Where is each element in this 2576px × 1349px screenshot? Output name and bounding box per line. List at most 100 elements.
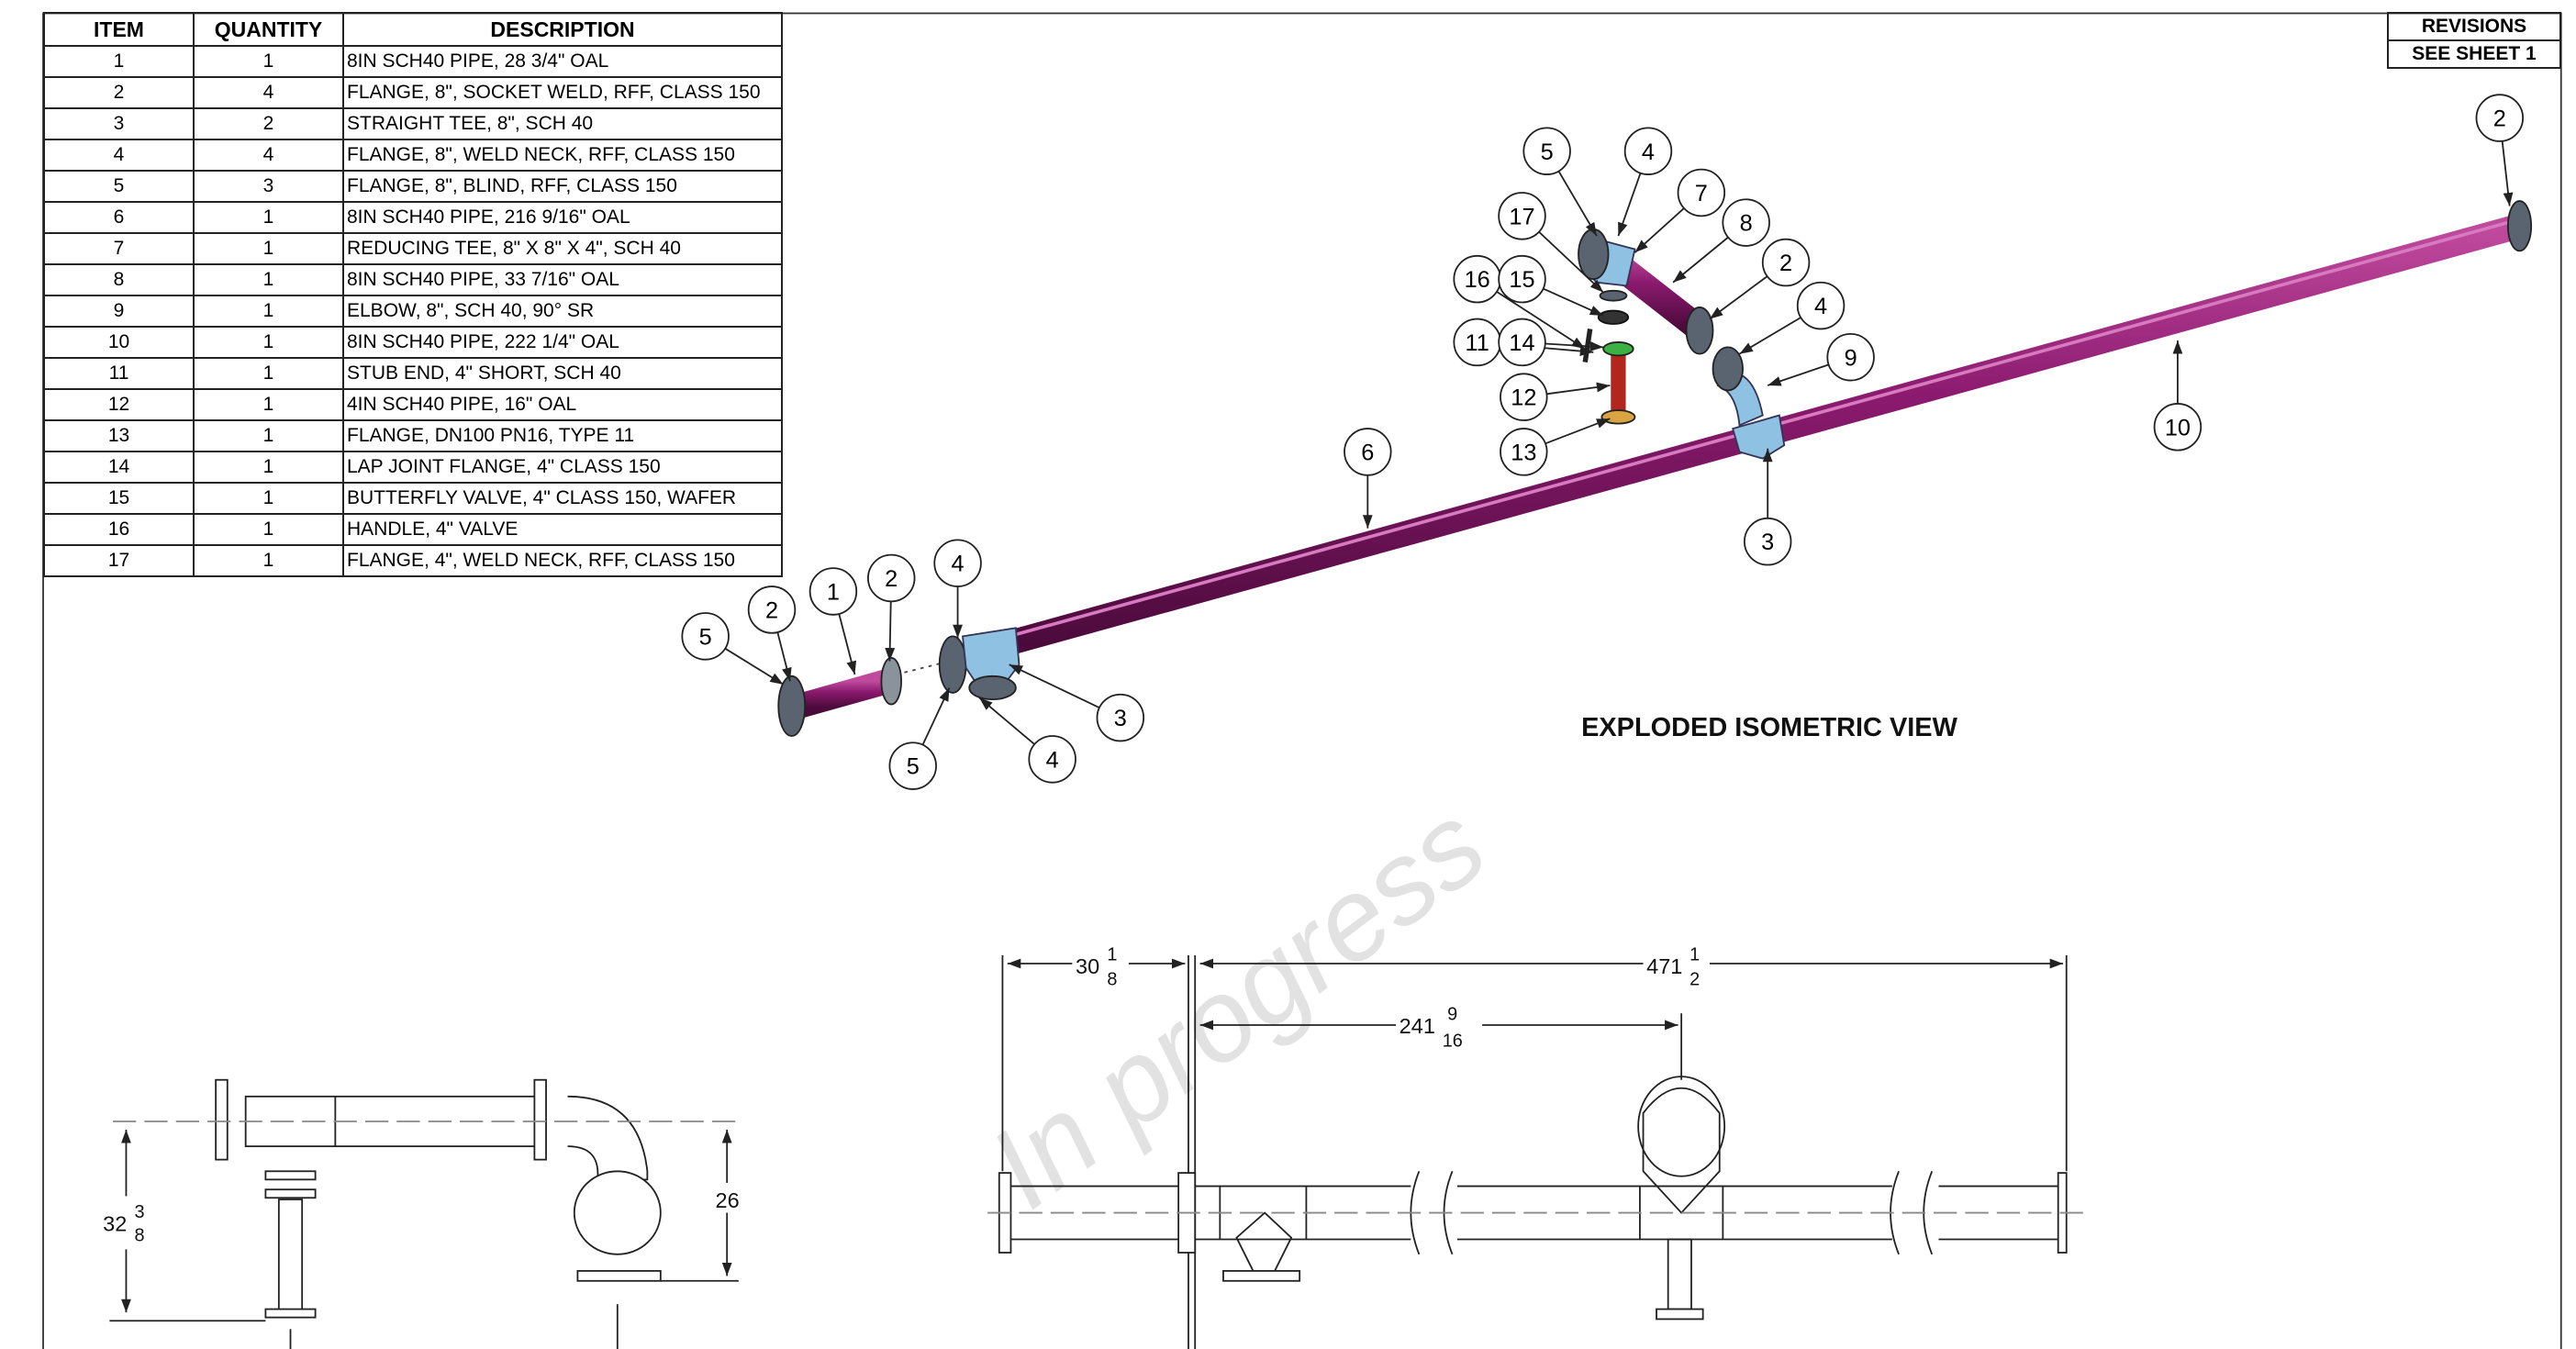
balloon-item-3: 3	[1743, 517, 1792, 566]
balloon-leader	[1538, 231, 1604, 294]
balloon-label: 2	[1779, 251, 1792, 276]
balloon-leader	[885, 601, 896, 662]
balloon-label: 2	[765, 597, 778, 623]
quantity-cell: 1	[193, 513, 344, 546]
description-cell: 8IN SCH40 PIPE, 222 1/4" OAL	[342, 326, 783, 359]
balloon-leader	[838, 613, 857, 675]
quantity-cell: 1	[193, 263, 344, 296]
description-cell: FLANGE, DN100 PN16, TYPE 11	[342, 419, 783, 452]
quantity-cell: 1	[193, 295, 344, 328]
balloon-item-4: 4	[933, 539, 982, 587]
balloon-item-17: 17	[1498, 192, 1546, 240]
balloon-circle	[1498, 192, 1546, 240]
dim-471-1-2: 471 1 2	[1646, 944, 1700, 989]
balloon-leader	[776, 631, 792, 682]
quantity-cell: 1	[193, 544, 344, 577]
dim-32-3-8: 32 3 8	[103, 1202, 144, 1245]
balloon-circle	[1743, 517, 1792, 566]
balloon-label: 3	[1114, 706, 1127, 731]
quantity-cell: 1	[193, 201, 344, 234]
quantity-cell: 2	[193, 107, 344, 140]
balloon-label: 11	[1466, 330, 1489, 356]
item-number-cell: 11	[43, 357, 195, 390]
description-cell: 8IN SCH40 PIPE, 28 3/4" OAL	[342, 45, 783, 78]
header-item: ITEM	[43, 12, 195, 47]
item-number-cell: 12	[43, 388, 195, 421]
description-cell: FLANGE, 4", WELD NECK, RFF, CLASS 150	[342, 544, 783, 577]
balloon-circle	[1623, 127, 1673, 175]
balloon-circle	[933, 539, 982, 587]
pipe-item-1	[789, 669, 892, 720]
balloon-circle	[747, 585, 797, 634]
balloon-item-2: 2	[1761, 238, 1811, 287]
flange-item-17	[1599, 289, 1628, 302]
quantity-cell: 1	[193, 388, 344, 421]
balloon-circle	[1344, 428, 1392, 476]
balloon-circle	[681, 612, 730, 661]
balloon-circle	[1028, 735, 1076, 784]
flange-item-4	[938, 635, 967, 694]
quantity-cell: 1	[193, 45, 344, 78]
dim-whole: 471	[1646, 954, 1682, 978]
balloon-leader	[724, 647, 785, 686]
balloon-leader	[1543, 287, 1604, 317]
item-number-cell: 8	[43, 263, 195, 296]
quantity-cell: 4	[193, 139, 344, 172]
balloon-leader	[1496, 291, 1586, 350]
balloon-circle	[1498, 254, 1546, 304]
description-cell: REDUCING TEE, 8" X 8" X 4", SCH 40	[342, 232, 783, 265]
balloon-label: 4	[1642, 139, 1655, 165]
balloon-leaders	[724, 140, 2514, 745]
balloon-item-12: 12	[1500, 373, 1548, 421]
quantity-cell: 1	[193, 232, 344, 265]
description-cell: BUTTERFLY VALVE, 4" CLASS 150, WAFER	[342, 482, 783, 515]
quantity-cell: 1	[193, 419, 344, 452]
balloon-circle	[1500, 428, 1548, 476]
description-cell: 8IN SCH40 PIPE, 216 9/16" OAL	[342, 201, 783, 234]
balloon-leader	[1709, 275, 1768, 320]
flange-item-2	[880, 656, 902, 706]
balloon-leader	[1009, 663, 1100, 708]
balloon-leader	[1738, 317, 1801, 355]
front-view	[987, 954, 2089, 1349]
dim-denominator: 8	[1107, 970, 1117, 990]
description-cell: FLANGE, 8", WELD NECK, RFF, CLASS 150	[342, 139, 783, 172]
balloon-label: 7	[1695, 181, 1708, 206]
balloon-label: 9	[1845, 345, 1857, 371]
balloon-item-1: 1	[808, 567, 858, 616]
balloon-label: 4	[952, 552, 965, 577]
quantity-cell: 3	[193, 170, 344, 203]
dim-denominator: 8	[134, 1225, 144, 1245]
dim-numerator: 1	[1689, 944, 1700, 964]
description-cell: HANDLE, 4" VALVE	[342, 513, 783, 546]
balloon-item-15: 15	[1498, 254, 1546, 304]
description-cell: STRAIGHT TEE, 8", SCH 40	[342, 107, 783, 140]
dim-numerator: 9	[1447, 1005, 1457, 1025]
balloon-label: 17	[1509, 204, 1534, 229]
balloon-circle	[867, 553, 916, 603]
balloon-item-3: 3	[1096, 693, 1145, 742]
balloon-leader	[1544, 418, 1611, 445]
item-number-cell: 5	[43, 170, 195, 203]
flange-item-4	[968, 674, 1017, 701]
quantity-cell: 1	[193, 482, 344, 515]
balloon-item-8: 8	[1722, 198, 1770, 247]
flange-item-2	[2506, 200, 2533, 252]
flange-item-5	[1578, 228, 1610, 281]
balloon-circle	[1722, 198, 1770, 247]
balloon-circle	[1826, 332, 1875, 382]
item-number-cell: 4	[43, 139, 195, 172]
flange-item-5	[777, 674, 807, 737]
sheet-border	[42, 12, 2562, 1349]
balloon-item-11: 11	[1453, 318, 1501, 367]
description-cell: 4IN SCH40 PIPE, 16" OAL	[342, 388, 783, 421]
